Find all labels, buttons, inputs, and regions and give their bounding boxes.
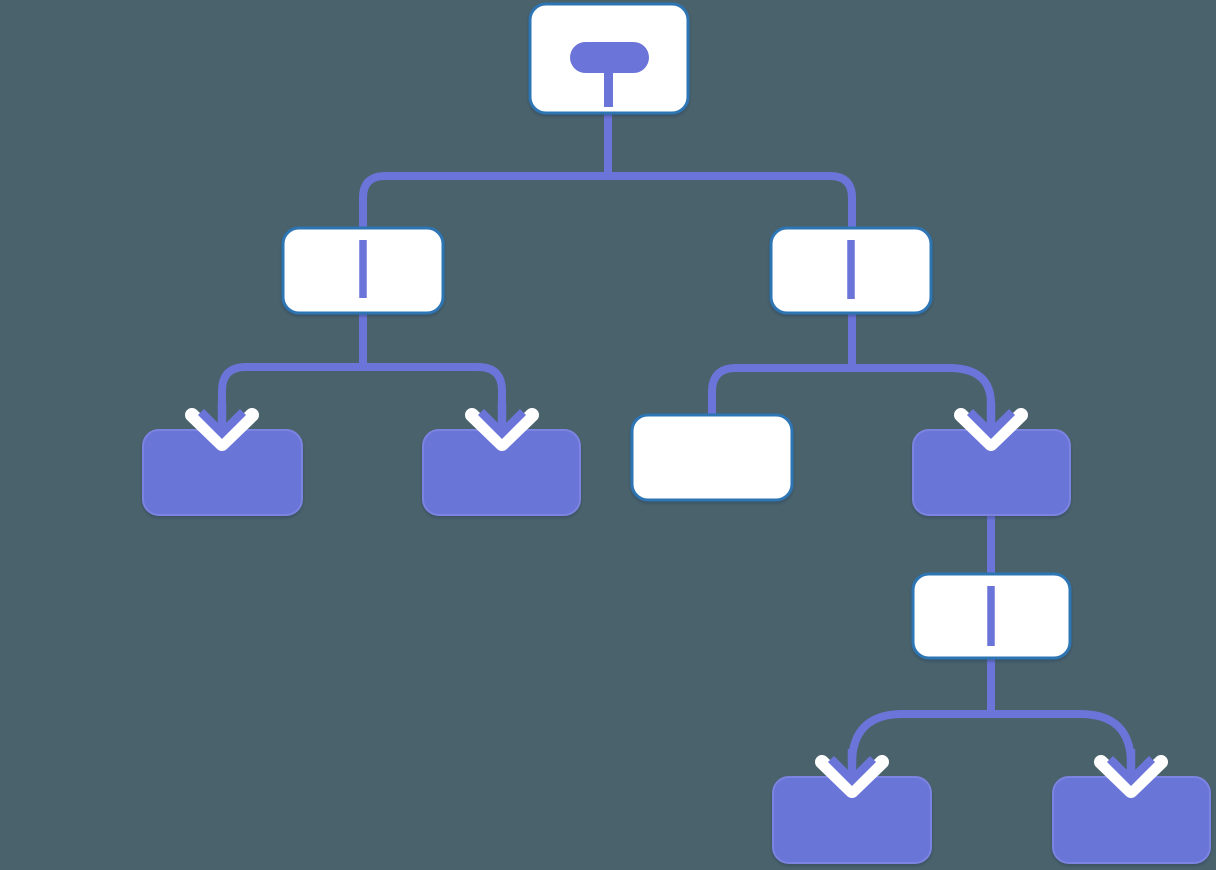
node-plain-node[interactable] — [630, 413, 794, 502]
root-pill-icon — [570, 42, 649, 73]
root-stem-icon — [604, 70, 613, 107]
edges-layer — [218, 110, 1135, 776]
arrow-chevron-highlight-icon — [185, 408, 259, 451]
arrow-chevron-highlight-icon — [815, 755, 889, 798]
edge-bus-left — [218, 363, 506, 429]
arrow-chevron-highlight-icon — [465, 408, 539, 451]
arrowhead-icon — [827, 749, 877, 787]
arrowhead-icon — [477, 402, 527, 440]
arrowhead-icon — [966, 402, 1016, 440]
edge-bus-top — [359, 172, 856, 230]
arrowhead-icon — [197, 402, 247, 440]
icons-layer — [359, 42, 995, 646]
edge-bus-right — [708, 364, 995, 429]
arrow-chevron-highlight-icon — [954, 408, 1028, 451]
arrows-layer — [185, 402, 1168, 798]
edge-bus-bottom — [848, 710, 1135, 776]
arrow-chevron-highlight-icon — [1094, 755, 1168, 798]
nodes-layer — [142, 2, 1211, 864]
arrowhead-icon — [1106, 749, 1156, 787]
